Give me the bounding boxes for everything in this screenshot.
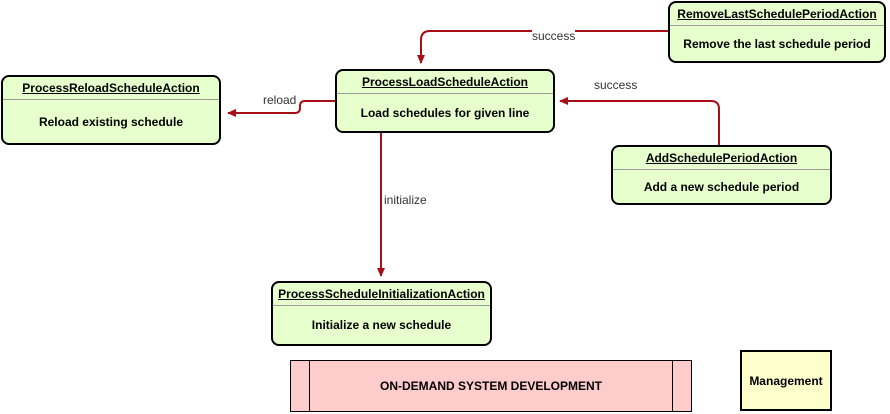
- node-title: ProcessScheduleInitializationAction: [278, 287, 485, 301]
- node-description: Remove the last schedule period: [683, 36, 871, 51]
- node-divider: [670, 25, 884, 26]
- node-title: RemoveLastSchedulePeriodAction: [677, 7, 877, 21]
- legend-right-bar: [672, 361, 691, 411]
- legend-left-bar: [291, 361, 310, 411]
- edge-label-success-top: success: [532, 29, 576, 43]
- node-divider: [613, 169, 830, 170]
- edge-label-initialize: initialize: [384, 193, 427, 207]
- legend-on-demand-system-development: ON-DEMAND SYSTEM DEVELOPMENT: [290, 360, 692, 412]
- node-process-schedule-initialization-action[interactable]: ProcessScheduleInitializationAction Init…: [271, 281, 492, 346]
- node-add-schedule-period-action[interactable]: AddSchedulePeriodAction Add a new schedu…: [611, 145, 832, 205]
- node-process-load-schedule-action[interactable]: ProcessLoadScheduleAction Load schedules…: [335, 69, 555, 133]
- edge-label-success-right: success: [594, 78, 638, 92]
- node-divider: [273, 305, 490, 306]
- legend-label: ON-DEMAND SYSTEM DEVELOPMENT: [379, 379, 602, 393]
- node-divider: [3, 99, 219, 100]
- node-description: Reload existing schedule: [38, 114, 184, 129]
- node-description: Initialize a new schedule: [311, 318, 452, 332]
- edge-load-to-reload: [227, 100, 335, 117]
- node-remove-last-schedule-period-action[interactable]: RemoveLastSchedulePeriodAction Remove th…: [668, 1, 886, 63]
- edge-remove-to-load: [417, 30, 669, 64]
- legend-management: Management: [740, 350, 832, 411]
- node-description: Load schedules for given line: [360, 105, 530, 120]
- edge-add-to-load: [559, 97, 720, 145]
- legend-label: Management: [749, 373, 823, 388]
- node-process-reload-schedule-action[interactable]: ProcessReloadScheduleAction Reload exist…: [1, 75, 221, 145]
- node-description: Add a new schedule period: [643, 179, 800, 194]
- node-title: AddSchedulePeriodAction: [645, 151, 798, 165]
- node-divider: [337, 93, 553, 94]
- edge-label-reload: reload: [263, 93, 297, 107]
- node-title: ProcessLoadScheduleAction: [361, 75, 529, 89]
- node-title: ProcessReloadScheduleAction: [22, 81, 200, 95]
